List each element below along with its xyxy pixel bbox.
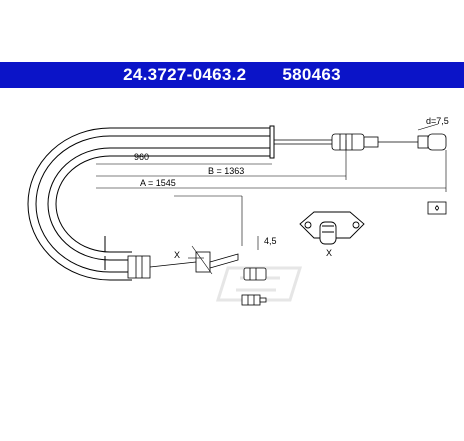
diameter-label: d=7,5	[426, 116, 449, 126]
cable-sheath	[27, 127, 272, 281]
left-end-fitting	[127, 251, 239, 279]
length-960-label: 960	[134, 152, 149, 162]
length-b-label: B = 1363	[208, 166, 244, 176]
detail-symbol-box	[427, 201, 447, 215]
header-bar: 24.3727-0463.2 580463	[0, 62, 464, 88]
bracket-detail	[299, 211, 365, 245]
right-end-fitting	[331, 133, 447, 151]
part-number: 24.3727-0463.2	[123, 65, 247, 84]
nipple-detail	[243, 267, 267, 281]
inner-wire	[274, 139, 332, 145]
detail-x-left: X	[174, 250, 180, 260]
length-a-label: A = 1545	[140, 178, 176, 188]
ref-number: 580463	[282, 65, 341, 84]
detail-x-right: X	[326, 248, 332, 258]
offset-label: 4,5	[264, 236, 277, 246]
end-cap-detail	[241, 294, 267, 306]
sheath-end-cap	[269, 125, 275, 159]
dimension-lines	[96, 123, 447, 275]
